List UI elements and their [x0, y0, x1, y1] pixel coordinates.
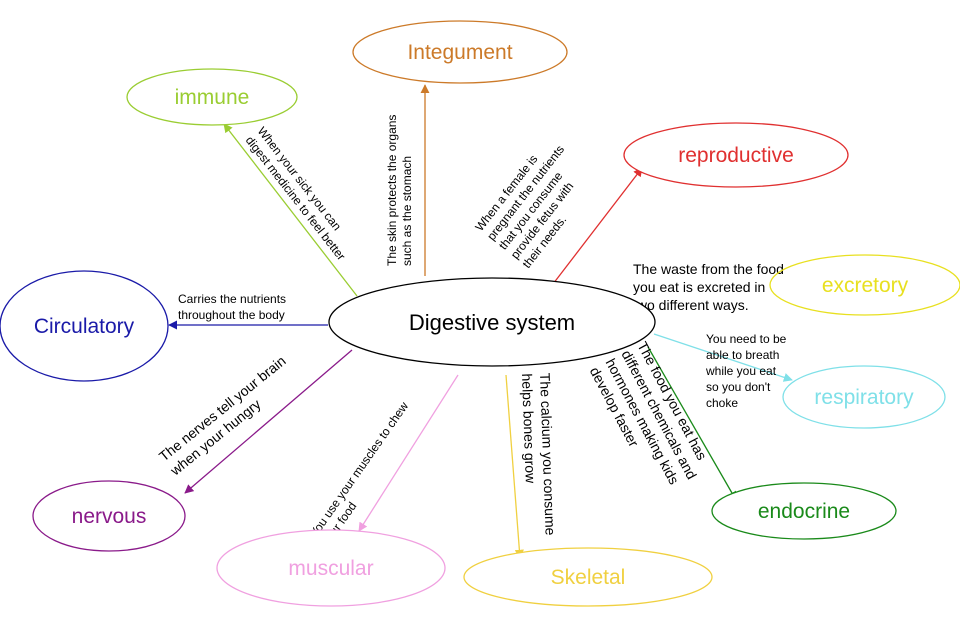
node-muscular-ellipse — [216, 529, 446, 607]
nodes-layer: Integument immune reproductive excretoryCir… — [0, 20, 960, 607]
edge-label-skeletal-line: The calcium you consume — [537, 373, 559, 536]
node-reproductive-label: reproductive — [678, 144, 794, 167]
edge-label-integument-line: The skin protects the organs — [385, 115, 399, 266]
edge-label-respiratory: You need to be able to breath while you ea… — [705, 332, 787, 410]
node-endocrine-ellipse — [711, 482, 897, 540]
edge-label-excretory: The waste from the food you eat is excret… — [633, 261, 784, 313]
edge-label-excretory-line: you eat is excreted in — [633, 279, 765, 295]
node-excretory-ellipse — [769, 254, 960, 316]
node-skeletal: Skeletal — [463, 547, 713, 607]
node-reproductive-ellipse — [623, 122, 849, 188]
edge-label-nervous-line: The nerves tell your brain — [156, 352, 289, 464]
edge-label-reproductive: When a female ispregnant the nutrientsth… — [472, 133, 602, 271]
node-center-label: Digestive system — [409, 310, 575, 335]
node-immune: immune — [126, 68, 298, 126]
edge-label-excretory-line: two different ways. — [633, 297, 749, 313]
edge-label-muscular: You use your muscles to chewyour food — [307, 399, 424, 548]
edge-label-endocrine: The food you eat hasdifferent chemicals … — [587, 339, 716, 499]
edge-integument: The skin protects the organssuch as the … — [385, 84, 430, 276]
edge-label-immune: When your sick you candigest medicine to… — [243, 124, 360, 263]
edge-label-circulatory-line: Carries the nutrients — [178, 292, 286, 306]
node-skeletal-label: Skeletal — [551, 566, 626, 589]
edge-label-respiratory-line: so you don't — [706, 380, 771, 394]
arrow-reproductive — [552, 167, 643, 285]
edge-label-skeletal-line: helps bones grow — [519, 373, 539, 484]
node-respiratory-label: respiratory — [814, 386, 914, 409]
arrow-endocrine — [647, 346, 737, 501]
edge-respiratory: You need to be able to breath while you ea… — [653, 332, 793, 410]
node-circulatory-ellipse — [0, 270, 169, 382]
edge-label-integument: The skin protects the organssuch as the … — [385, 115, 414, 266]
node-skeletal-ellipse — [463, 547, 713, 607]
arrow-skeletal — [505, 374, 524, 559]
node-integument-label: Integument — [407, 41, 512, 64]
node-respiratory-ellipse — [782, 365, 946, 429]
edge-label-muscular-line: You use your muscles to chew — [307, 399, 411, 540]
arrow-nervous — [184, 349, 353, 494]
node-endocrine-label: endocrine — [758, 500, 850, 523]
edge-label-circulatory-line: throughout the body — [178, 308, 285, 322]
node-center: Digestive system — [328, 277, 656, 367]
node-excretory: excretory — [769, 254, 960, 316]
edge-label-respiratory-line: able to breath — [706, 348, 779, 362]
edge-label-immune-line: digest medicine to feel better — [243, 133, 348, 263]
node-muscular: muscular — [216, 529, 446, 607]
arrow-immune — [223, 123, 358, 297]
edge-label-skeletal: The calcium you consumehelps bones grow — [519, 373, 559, 537]
node-nervous-ellipse — [32, 480, 186, 552]
edge-nervous: The nerves tell your brainwhen your hung… — [155, 349, 353, 494]
node-integument-ellipse — [352, 20, 568, 84]
node-circulatory: Circulatory — [0, 270, 169, 382]
edge-label-respiratory-line: You need to be — [706, 332, 787, 346]
edge-label-circulatory: Carries the nutrients throughout the body — [178, 292, 286, 322]
edge-circulatory: Carries the nutrients throughout the body — [168, 292, 328, 330]
edge-label-excretory-line: The waste from the food — [633, 261, 784, 277]
node-reproductive: reproductive — [623, 122, 849, 188]
arrow-respiratory — [653, 333, 793, 382]
edge-label-immune-line: When your sick you can — [255, 124, 344, 233]
node-center-ellipse — [328, 277, 656, 367]
node-integument: Integument — [352, 20, 568, 84]
edge-muscular: You use your muscles to chewyour food — [307, 374, 459, 548]
node-muscular-label: muscular — [288, 557, 373, 580]
edge-reproductive: When a female ispregnant the nutrientsth… — [472, 133, 643, 285]
arrow-muscular — [358, 374, 459, 532]
edge-excretory: The waste from the food you eat is excret… — [633, 261, 784, 313]
edge-label-integument-line: such as the stomach — [400, 156, 414, 266]
node-respiratory: respiratory — [782, 365, 946, 429]
edge-label-nervous: The nerves tell your brainwhen your hung… — [155, 352, 300, 478]
edge-immune: When your sick you candigest medicine to… — [223, 123, 360, 297]
node-circulatory-label: Circulatory — [34, 315, 135, 338]
node-nervous-label: nervous — [72, 505, 147, 528]
edge-label-respiratory-line: while you eat — [705, 364, 777, 378]
edge-skeletal: The calcium you consumehelps bones grow — [505, 373, 559, 559]
node-immune-ellipse — [126, 68, 298, 126]
edge-label-respiratory-line: choke — [706, 396, 738, 410]
node-excretory-label: excretory — [822, 274, 909, 297]
node-endocrine: endocrine — [711, 482, 897, 540]
node-immune-label: immune — [175, 86, 250, 109]
node-nervous: nervous — [32, 480, 186, 552]
